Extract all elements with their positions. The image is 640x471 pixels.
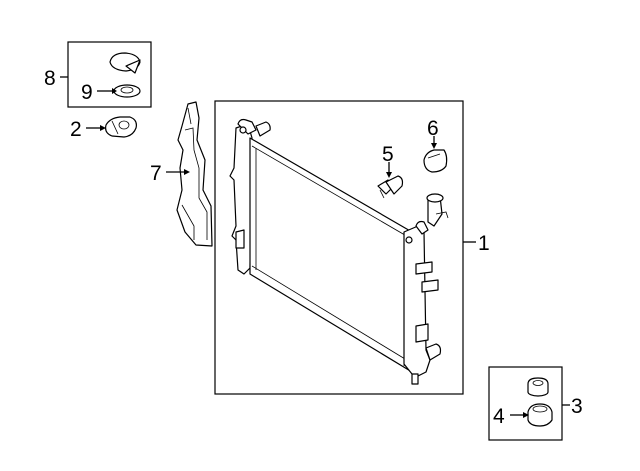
mount-box-3 <box>488 366 570 441</box>
kit-box-8 <box>60 41 152 108</box>
mount-box-frame <box>488 366 563 441</box>
callout-4: 4 <box>493 405 505 428</box>
sensor-icon <box>377 175 404 199</box>
callout-6: 6 <box>427 117 439 140</box>
insulator-icon <box>527 403 553 427</box>
plug-icon <box>423 149 448 173</box>
bushing-icon <box>113 84 141 98</box>
callout-1: 1 <box>478 232 490 255</box>
callout-2: 2 <box>70 118 82 141</box>
callout-5: 5 <box>382 143 394 166</box>
callout-7: 7 <box>150 162 162 185</box>
air-guide-icon <box>176 101 213 247</box>
bracket-icon <box>105 116 137 138</box>
kit-box-frame <box>67 41 152 108</box>
radiator-box <box>214 100 476 395</box>
callout-9: 9 <box>81 81 93 104</box>
kit-cap-icon <box>109 52 141 74</box>
radiator-box-frame <box>214 100 464 395</box>
radiator-icon <box>229 118 449 385</box>
mount-top-icon <box>527 377 549 397</box>
callout-3: 3 <box>571 395 583 418</box>
callout-8: 8 <box>44 67 56 90</box>
